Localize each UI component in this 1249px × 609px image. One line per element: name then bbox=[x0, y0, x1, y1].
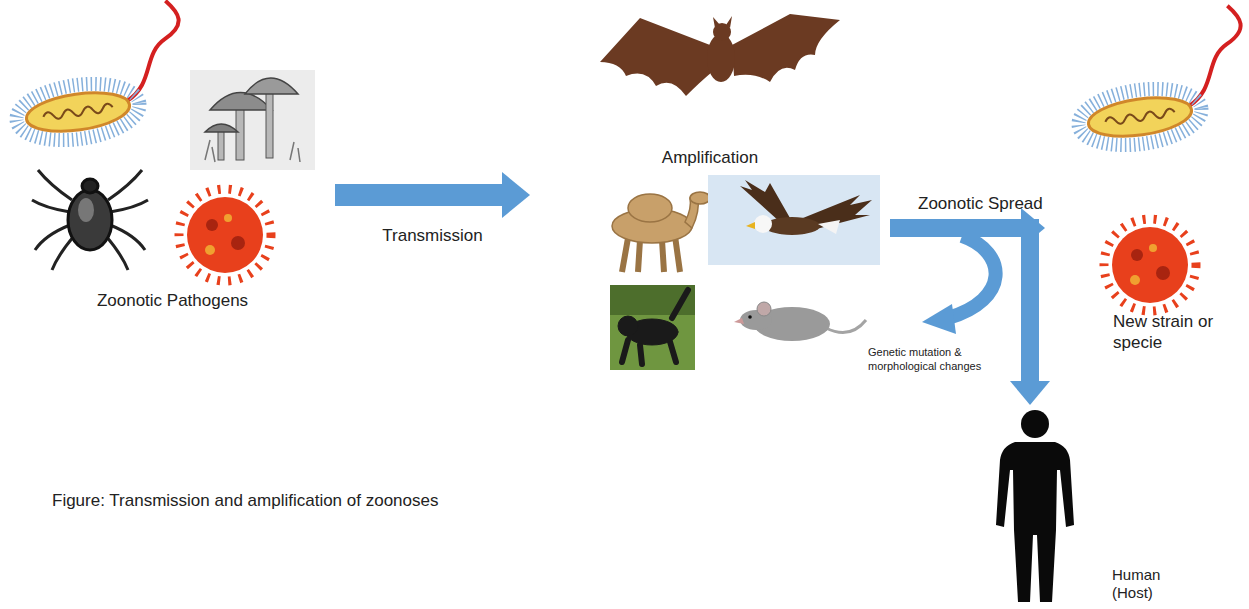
mouse-icon bbox=[734, 302, 866, 341]
virus-icon bbox=[179, 189, 271, 281]
flow-arrow bbox=[335, 172, 530, 218]
edge-label-holder: Transmission bbox=[382, 225, 482, 246]
camel-icon bbox=[612, 192, 710, 272]
arrow-shaft bbox=[335, 184, 505, 206]
arrow-label: Zoonotic Spread bbox=[918, 194, 1043, 213]
bacterium-icon bbox=[1065, 4, 1249, 152]
note-label: Genetic mutation & morphological changes bbox=[868, 345, 1033, 374]
group-label: Human (Host) bbox=[1112, 566, 1184, 604]
node-group: New strain or specie bbox=[1045, 60, 1245, 355]
human-silhouette bbox=[996, 410, 1074, 602]
eagle-icon bbox=[708, 175, 880, 265]
chimp-icon bbox=[610, 285, 695, 370]
figure-caption: Figure: Transmission and amplification o… bbox=[52, 490, 438, 511]
node-group: Human (Host) bbox=[985, 405, 1243, 605]
node-group: Amplification bbox=[530, 145, 890, 375]
group-label: Zoonotic Pathogens bbox=[97, 290, 248, 311]
mushroom-icon bbox=[190, 70, 315, 170]
bat-icon bbox=[600, 14, 840, 96]
mutation-arrow bbox=[922, 236, 996, 334]
virus-icon bbox=[1104, 219, 1196, 311]
node-group: Zoonotic Pathogens bbox=[10, 60, 335, 315]
arrow-label: Transmission bbox=[382, 226, 482, 245]
arrow-head bbox=[1010, 381, 1050, 405]
edge-label-holder: Zoonotic Spread bbox=[918, 193, 1043, 214]
arrow-shaft bbox=[890, 228, 1030, 383]
arrow-head bbox=[502, 172, 530, 218]
flow-arrow bbox=[890, 228, 1050, 405]
bacterium-icon bbox=[3, 0, 193, 147]
tick-icon bbox=[32, 170, 148, 270]
group-label: Amplification bbox=[662, 147, 758, 168]
group-label: New strain or specie bbox=[1113, 311, 1228, 354]
